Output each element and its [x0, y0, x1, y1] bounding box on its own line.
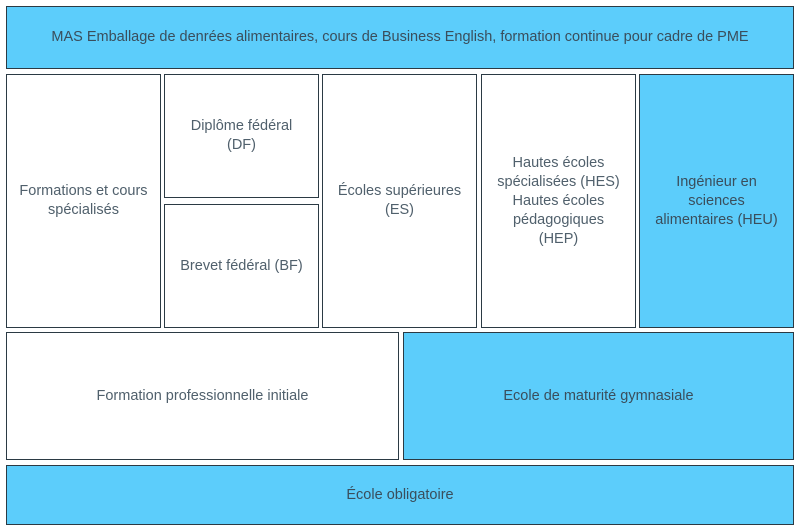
top-banner-label: MAS Emballage de denrées alimentaires, c…	[51, 29, 749, 45]
ecole-maturite-box: Ecole de maturité gymnasiale	[403, 332, 794, 460]
ingenieur-label: Ingénieur en sciences alimentaires (HEU)	[655, 173, 778, 228]
ingenieur-box: Ingénieur en sciences alimentaires (HEU)	[639, 74, 794, 328]
diplome-federal-label: Diplôme fédéral (DF)	[190, 118, 293, 153]
brevet-federal-box: Brevet fédéral (BF)	[164, 204, 319, 328]
formation-professionnelle-box: Formation professionnelle initiale	[6, 332, 399, 460]
ecoles-superieures-label: Écoles supérieures (ES)	[337, 183, 462, 218]
formations-cours-box: Formations et cours spécialisés	[6, 74, 161, 328]
ecole-maturite-label: Ecole de maturité gymnasiale	[503, 387, 694, 404]
ecole-obligatoire-box: École obligatoire	[6, 465, 794, 525]
hautes-ecoles-box: Hautes écoles spécialisées (HES) Hautes …	[481, 74, 636, 328]
hautes-ecoles-hep-label: Hautes écoles pédagogiques (HEP)	[512, 192, 605, 247]
formation-professionnelle-label: Formation professionnelle initiale	[96, 387, 309, 404]
diplome-federal-box: Diplôme fédéral (DF)	[164, 74, 319, 198]
brevet-federal-label: Brevet fédéral (BF)	[180, 257, 303, 274]
ecole-obligatoire-label: École obligatoire	[346, 486, 454, 503]
top-banner-box: MAS Emballage de denrées alimentaires, c…	[6, 6, 794, 69]
hautes-ecoles-hes-label: Hautes écoles spécialisées (HES)	[497, 154, 620, 190]
formations-cours-label: Formations et cours spécialisés	[19, 183, 148, 218]
ecoles-superieures-box: Écoles supérieures (ES)	[322, 74, 477, 328]
